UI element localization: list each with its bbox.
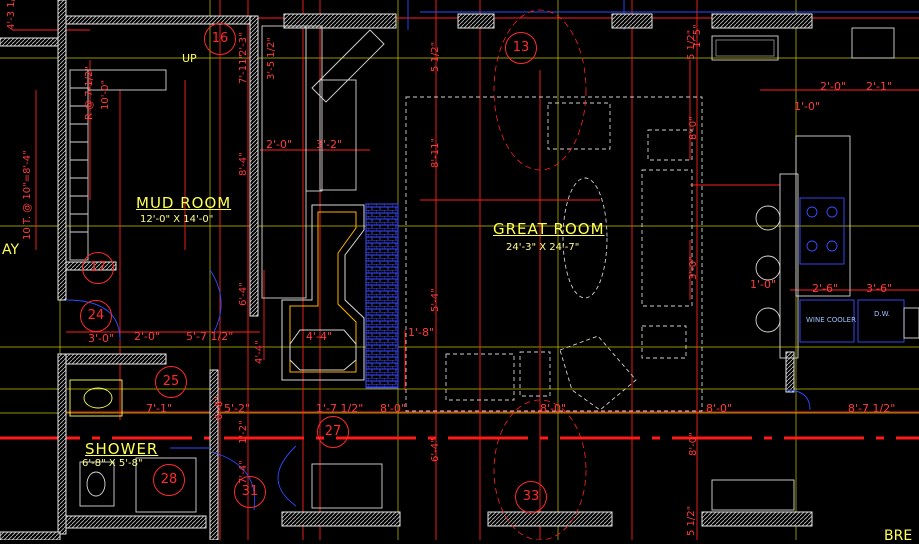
room-tag: 25 (155, 366, 187, 398)
room-tag: 27 (317, 416, 349, 448)
dimension-label: 5'-7 1/2" (186, 330, 234, 343)
dimension-label: 5 1/2" (686, 505, 697, 536)
dimension-label: 7'-4" (238, 460, 249, 484)
fireplace (281, 203, 399, 389)
mud-room-size: 12'-0" X 14'-0" (140, 214, 214, 225)
dimension-label: 4'-3 1/2" (6, 0, 17, 30)
dishwasher-label: D.W. (874, 310, 890, 318)
dimension-label: 8'-0" (688, 432, 699, 456)
great-room-label: GREAT ROOM (493, 220, 605, 238)
dimension-label: 5 1/2" (430, 41, 441, 72)
dimension-label: 8'-0" (688, 116, 699, 140)
dimension-label: 6'-4" (430, 438, 441, 462)
shower-size: 6'-8" X 5'-8" (82, 458, 143, 469)
wine-cooler-label: WINE COOLER (806, 316, 856, 324)
dimension-label: 2'-1" (866, 80, 893, 93)
dimension-lines (12, 0, 919, 540)
dimension-label: 4'-4" (306, 330, 333, 343)
dimension-label: 1'-0" (750, 278, 777, 291)
dimension-label: 5'-2" (224, 402, 251, 415)
mud-room-label: MUD ROOM (136, 194, 232, 212)
dimension-label: 3'-0" (88, 332, 115, 345)
dimension-label: 7'-1" (146, 402, 173, 415)
bath-fixtures (69, 379, 383, 513)
stair-up-label: UP (182, 52, 197, 65)
room-tag: 16 (204, 23, 236, 55)
dimension-label: 1'-7 1/2" (316, 402, 364, 415)
dimension-label: 1'-8" (408, 326, 435, 339)
dimension-label: 1'-2" (238, 420, 249, 444)
dimension-label: 5'-4" (430, 288, 441, 312)
dimension-label: 6'-8" (214, 396, 225, 420)
stair-treads-label: 10 T. @ 10"=8'-4" (22, 150, 33, 240)
partial-room-left: AY (2, 242, 20, 258)
room-tag: 33 (515, 481, 547, 513)
stair-riser-label: R @ 7-1/2" (84, 66, 95, 120)
dimension-label: 2'-0" (820, 80, 847, 93)
dimension-label: 8'-11" (430, 137, 441, 168)
dimension-label: 8'-0" (540, 402, 567, 415)
room-tag: 24 (80, 300, 112, 332)
dimension-label: 7'-11" (238, 53, 249, 84)
dimension-label: 8'-4" (238, 152, 249, 176)
kitchen-cabinets (711, 27, 919, 511)
dimension-label: 3'-5 1/2" (266, 37, 277, 80)
room-tag: 28 (153, 464, 185, 496)
dimension-label: 2'-6" (812, 282, 839, 295)
dimension-label: 2'-3" (238, 32, 249, 56)
great-room-size: 24'-3" X 24'-7" (506, 242, 580, 253)
dimension-label: 8'-0" (706, 402, 733, 415)
dimension-label: 8'-0" (380, 402, 407, 415)
room-tag: 13 (505, 32, 537, 64)
stair-and-cabinets (69, 25, 385, 299)
dimension-label: 2'-0" (134, 330, 161, 343)
dimension-label: 2'-0" (266, 138, 293, 151)
room-tag: 31 (234, 476, 266, 508)
dimension-label: 3'-6" (866, 282, 893, 295)
swing-arcs (493, 9, 587, 540)
room-tag: 17 (82, 252, 114, 284)
dimension-label: 3'-0" (688, 256, 699, 280)
dimension-label: 1'-5" (692, 24, 703, 48)
stair-riser-total: 10'-0" (100, 79, 111, 110)
partial-room-bottom-right: BRE (884, 528, 913, 544)
shower-label: SHOWER (85, 440, 159, 458)
great-room-furniture (405, 96, 703, 412)
dimension-label: 4'-4" (254, 340, 265, 364)
dimension-label: 1'-0" (794, 100, 821, 113)
dimension-label: 3'-2" (316, 138, 343, 151)
dimension-label: 8'-7 1/2" (848, 402, 896, 415)
dimension-label: 6'-4" (238, 282, 249, 306)
